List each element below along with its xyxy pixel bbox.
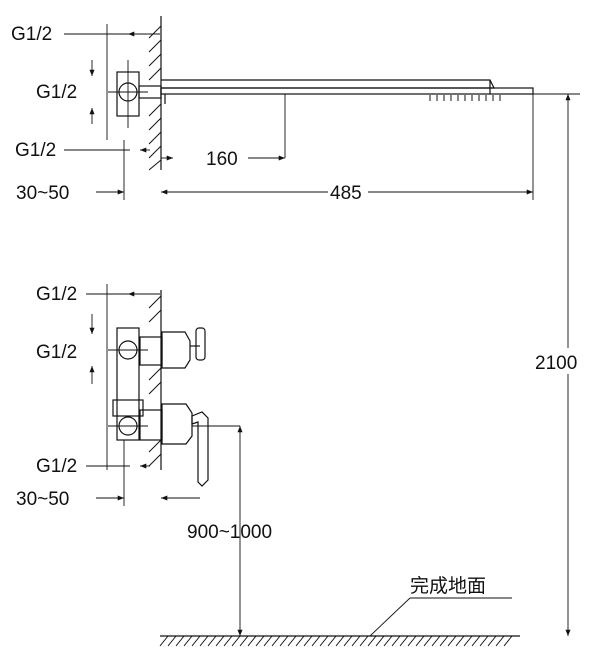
floor-hatch-line bbox=[495, 635, 505, 647]
floor-hatch-line bbox=[383, 635, 393, 647]
floor-hatch-line bbox=[263, 635, 273, 647]
floor-hatch-line bbox=[423, 635, 433, 647]
floor-hatch-line bbox=[431, 635, 441, 647]
bottom-thread-label-3: G1/2 bbox=[36, 456, 77, 477]
floor-hatch-line bbox=[399, 635, 409, 647]
total-height-label: 2100 bbox=[535, 353, 577, 374]
floor-hatch-line bbox=[215, 635, 225, 647]
floor-hatch-line bbox=[191, 635, 201, 647]
floor-hatch-line bbox=[439, 635, 449, 647]
top-dim-160: 160 bbox=[206, 149, 238, 170]
floor-hatch-line bbox=[455, 635, 465, 647]
floor-hatch-line bbox=[183, 635, 193, 647]
total-height-label-bg bbox=[532, 348, 584, 374]
floor-hatch-line bbox=[287, 635, 297, 647]
bottom-dimension-lines bbox=[86, 284, 243, 636]
top-thread-label-1: G1/2 bbox=[11, 24, 52, 45]
floor-hatch-line bbox=[335, 635, 345, 647]
floor-hatch-line bbox=[167, 635, 177, 647]
bottom-thread-label-2: G1/2 bbox=[36, 342, 77, 363]
floor-hatch-line bbox=[407, 635, 417, 647]
floor-hatch-line bbox=[303, 635, 313, 647]
floor-hatch-line bbox=[239, 635, 249, 647]
floor-hatch-line bbox=[479, 635, 489, 647]
floor-hatch-line bbox=[359, 635, 369, 647]
floor-hatch-line bbox=[343, 635, 353, 647]
floor-hatch-line bbox=[231, 635, 241, 647]
floor-hatch-line bbox=[175, 635, 185, 647]
lower-control-handle bbox=[139, 403, 240, 487]
valve-height-label: 900~1000 bbox=[187, 522, 272, 543]
bottom-wall bbox=[148, 290, 162, 470]
floor-hatch-line bbox=[271, 635, 281, 647]
floor-hatch-line bbox=[319, 635, 329, 647]
floor-hatch-line bbox=[223, 635, 233, 647]
floor-hatch-line bbox=[463, 635, 473, 647]
floor-hatch-line bbox=[311, 635, 321, 647]
bottom-depth-label: 30~50 bbox=[16, 489, 69, 510]
floor-hatch-line bbox=[199, 635, 209, 647]
floor-hatch-line bbox=[447, 635, 457, 647]
floor-hatch-line bbox=[295, 635, 305, 647]
floor-hatch-line bbox=[351, 635, 361, 647]
floor-hatch-line bbox=[415, 635, 425, 647]
shower-arm bbox=[160, 79, 534, 158]
floor-hatch-line bbox=[375, 635, 385, 647]
floor-hatch-line bbox=[159, 635, 169, 647]
bottom-valve-body bbox=[108, 327, 148, 441]
floor-hatch-line bbox=[487, 635, 497, 647]
floor-hatch-line bbox=[207, 635, 217, 647]
upper-control-handle bbox=[139, 327, 206, 369]
floor-hatch-line bbox=[503, 635, 513, 647]
floor-hatch-line bbox=[367, 635, 377, 647]
floor-hatch-line bbox=[255, 635, 265, 647]
shower-head-nozzles bbox=[429, 95, 501, 101]
top-thread-label-3: G1/2 bbox=[15, 140, 56, 161]
floor-hatch-line bbox=[279, 635, 289, 647]
top-wall bbox=[148, 16, 162, 171]
top-thread-label-2: G1/2 bbox=[36, 82, 77, 103]
top-depth-label: 30~50 bbox=[16, 183, 69, 204]
top-valve-body bbox=[108, 60, 162, 128]
finished-floor-label: 完成地面 bbox=[410, 575, 486, 597]
finished-floor bbox=[159, 597, 520, 647]
bottom-thread-label-1: G1/2 bbox=[36, 284, 77, 305]
floor-hatch-line bbox=[471, 635, 481, 647]
floor-hatch-line bbox=[247, 635, 257, 647]
floor-hatch-line bbox=[327, 635, 337, 647]
floor-hatch-line bbox=[391, 635, 401, 647]
floor-hatching bbox=[159, 635, 513, 647]
top-dimension-lines bbox=[64, 24, 534, 200]
top-dim-485: 485 bbox=[330, 183, 362, 204]
